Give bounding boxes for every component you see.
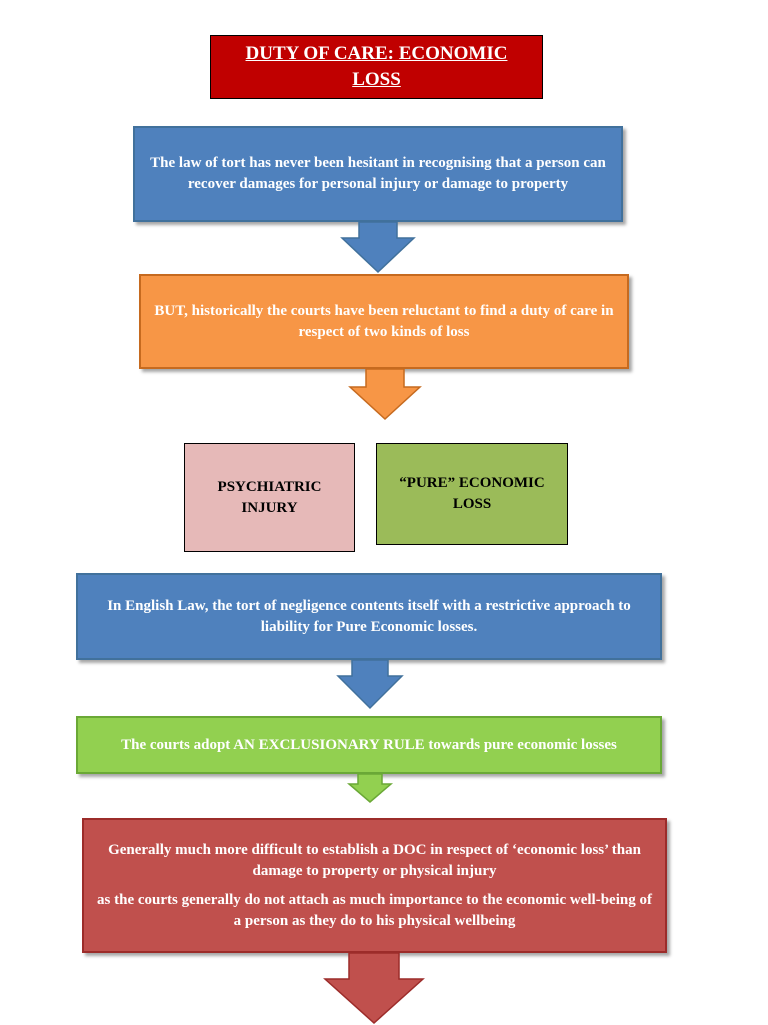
flow-box-english-law: In English Law, the tort of negligence c…: [76, 573, 662, 660]
flow-box-text: as the courts generally do not attach as…: [97, 891, 652, 929]
flow-box-text: In English Law, the tort of negligence c…: [107, 597, 631, 635]
flow-box-exclusionary-rule: The courts adopt AN EXCLUSIONARY RULE to…: [76, 716, 662, 774]
flow-box-tort-recognition: The law of tort has never been hesitant …: [133, 126, 623, 222]
flow-box-text: The courts adopt AN EXCLUSIONARY RULE to…: [121, 736, 617, 753]
arrow-down-icon: [346, 773, 394, 803]
flow-box-text: Generally much more difficult to establi…: [108, 841, 641, 879]
flow-box-text: BUT, historically the courts have been r…: [154, 302, 614, 340]
arrow-down-icon: [348, 368, 422, 421]
flow-box-text: PSYCHIATRIC INJURY: [217, 478, 322, 516]
flow-box-courts-reluctant: BUT, historically the courts have been r…: [139, 274, 629, 369]
flow-box-difficult-doc: Generally much more difficult to establi…: [82, 818, 667, 953]
flow-box-text: The law of tort has never been hesitant …: [150, 155, 606, 192]
flow-box-psychiatric-injury: PSYCHIATRIC INJURY: [184, 443, 355, 552]
flow-box-pure-economic-loss: “PURE” ECONOMIC LOSS: [376, 443, 568, 545]
arrow-down-icon: [336, 659, 404, 710]
flow-box-text: “PURE” ECONOMIC LOSS: [399, 475, 545, 512]
arrow-down-icon: [340, 221, 416, 274]
arrow-down-icon: [323, 952, 425, 1025]
